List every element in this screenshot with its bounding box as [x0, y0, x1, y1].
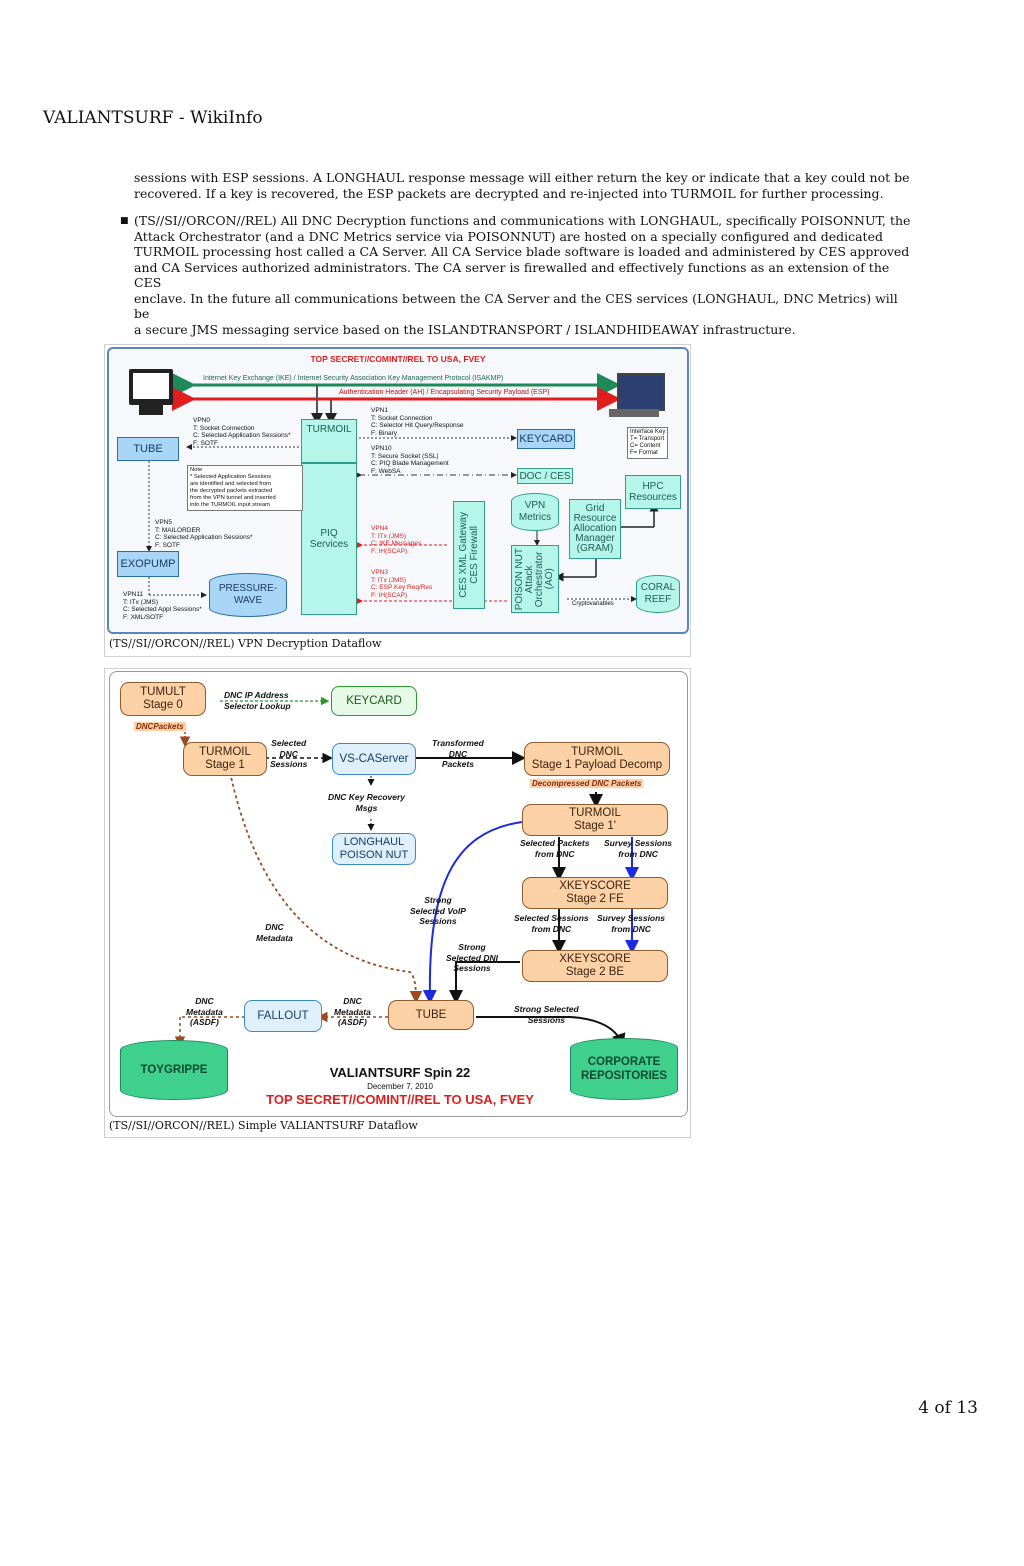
- corporate-repositories-cylinder: CORPORATE REPOSITORIES: [570, 1038, 678, 1100]
- keycard-box: KEYCARD: [517, 429, 575, 449]
- tube-box: TUBE: [117, 437, 179, 461]
- hpc-box: HPC Resources: [625, 475, 681, 509]
- ces-xml-gateway-box: CES XML Gateway CES Firewall: [453, 501, 485, 609]
- tube-box-2: TUBE: [388, 1000, 474, 1030]
- exopump-box: EXOPUMP: [117, 551, 179, 577]
- ike-label: Internet Key Exchange (IKE) / Internet S…: [201, 375, 506, 382]
- vpn1-label: VPN1 T: Socket Connection C: Selector Hi…: [371, 407, 464, 437]
- xkeyscore-fe-box: XKEYSCORE Stage 2 FE: [522, 877, 668, 909]
- vs-caserver-box: VS-CAServer: [332, 743, 416, 775]
- vpn3-label: VPN3 T: ITx (JMS) C: ESP Key Req/Res F: …: [371, 569, 433, 599]
- figure-2-classification: TOP SECRET//COMINT//REL TO USA, FVEY: [266, 1092, 534, 1107]
- strong-voip-label: Strong Selected VoIP Sessions: [410, 895, 466, 926]
- figure-2-arrows: [174, 696, 639, 1048]
- paragraph-line: sessions with ESP sessions. A LONGHAUL r…: [134, 170, 910, 185]
- poison-nut-label: POISON NUT Attack Orchestrator (AO): [514, 547, 555, 611]
- vpn-metrics-cylinder: VPN Metrics: [511, 493, 559, 531]
- cryptovariables-label: Cryptovariables: [572, 601, 614, 607]
- longhaul-box: LONGHAUL POISON NUT: [332, 833, 416, 865]
- paragraph-line: a secure JMS messaging service based on …: [134, 321, 796, 337]
- dnc-ip-label: DNC IP Address Selector Lookup: [224, 690, 291, 711]
- selected-sessions-label: Selected Sessions from DNC: [514, 913, 589, 934]
- monitor-icon: [129, 369, 173, 405]
- figure-2-diagram: TUMULT Stage 0 DNCPackets KEYCARD DNC IP…: [109, 671, 688, 1117]
- coral-reef-cylinder: CORAL REEF: [636, 575, 680, 613]
- paragraph-line: and CA Services authorized administrator…: [134, 259, 890, 291]
- paragraph-line: Attack Orchestrator (and a DNC Metrics s…: [134, 228, 883, 244]
- transformed-label: Transformed DNC Packets: [432, 738, 484, 769]
- dnc-packets-label: DNCPackets: [134, 722, 186, 731]
- figure-1-diagram: TOP SECRET//COMINT//REL TO USA, FVEY Int…: [107, 347, 689, 634]
- page-title: VALIANTSURF - WikiInfo: [43, 108, 263, 128]
- selected-dnc-label: Selected DNC Sessions: [270, 738, 308, 769]
- interface-key-legend: Interface Key T= Transport C= Content F=…: [627, 427, 669, 459]
- figure-2-title: VALIANTSURF Spin 22: [329, 1065, 471, 1080]
- poison-nut-box: POISON NUT Attack Orchestrator (AO): [511, 545, 559, 613]
- figure-2-caption: (TS//SI//ORCON//REL) Simple VALIANTSURF …: [109, 1119, 418, 1132]
- paragraph-line: enclave. In the future all communication…: [134, 290, 898, 322]
- figure-1-arrows: [146, 373, 659, 605]
- vpn11-label: VPN11 T: ITx (JMS) C: Selected Appl Sess…: [123, 591, 202, 621]
- turmoil-box: TURMOIL: [301, 419, 357, 463]
- figure-1-classification: TOP SECRET//COMINT//REL TO USA, FVEY: [310, 354, 486, 364]
- strong-dni-label: Strong Selected DNI Sessions: [446, 942, 498, 973]
- dnc-metadata-asdf-label-2: DNC Metadata (ASDF): [186, 996, 223, 1027]
- xkeyscore-be-box: XKEYSCORE Stage 2 BE: [522, 950, 668, 982]
- dnc-metadata-asdf-label-1: DNC Metadata (ASDF): [334, 996, 371, 1027]
- survey-sessions-label-2: Survey Sessions from DNC: [597, 913, 666, 934]
- dnc-metadata-label: DNC Metadata: [256, 922, 293, 943]
- decompressed-label: Decompressed DNC Packets: [530, 779, 644, 788]
- survey-sessions-label-1: Survey Sessions from DNC: [604, 838, 673, 859]
- toygripe-cylinder: TOYGRIPPE: [120, 1040, 228, 1100]
- turmoil-stage1p-box: TURMOIL Stage 1': [522, 804, 668, 836]
- ces-xml-gateway-label: CES XML Gateway CES Firewall: [458, 512, 480, 598]
- paragraph-2: (TS//SI//ORCON//REL) All DNC Decryption …: [134, 213, 914, 337]
- vpn0-label: VPN0 T: Socket Connection C: Selected Ap…: [193, 417, 291, 447]
- key-recovery-label: DNC Key Recovery Msgs: [328, 792, 406, 813]
- keyboard-icon: [609, 409, 659, 417]
- paragraph-1: sessions with ESP sessions. A LONGHAUL r…: [134, 170, 914, 201]
- page-number: 4 of 13: [918, 1398, 978, 1418]
- strong-selected-label: Strong Selected Sessions: [514, 1004, 579, 1025]
- tumult-box: TUMULT Stage 0: [120, 682, 206, 716]
- paragraph-line: TURMOIL processing host called a CA Serv…: [134, 244, 910, 259]
- paragraph-line: recovered. If a key is recovered, the ES…: [134, 185, 884, 201]
- monitor-stand-icon: [139, 405, 163, 415]
- note-box: Note * Selected Application Sessions are…: [187, 465, 303, 511]
- vpn5-label: VPN5 T: MAILORDER C: Selected Applicatio…: [155, 519, 253, 549]
- computer-icon: [617, 373, 665, 411]
- bullet-marker: ■: [120, 216, 129, 226]
- selected-packets-label: Selected Packets from DNC: [520, 838, 590, 859]
- figure-1-caption: (TS//SI//ORCON//REL) VPN Decryption Data…: [109, 637, 382, 650]
- turmoil-stage1-box: TURMOIL Stage 1: [183, 742, 267, 776]
- fallout-box: FALLOUT: [244, 1000, 322, 1032]
- vpn10-label: VPN10 T: Secure Socket (SSL) C: PIQ Blad…: [371, 445, 449, 475]
- ah-esp-label: Authentication Header (AH) / Encapsulati…: [337, 389, 552, 396]
- turmoil-decomp-box: TURMOIL Stage 1 Payload Decomp: [524, 742, 670, 776]
- piq-services-box: PIQ Services: [301, 463, 357, 615]
- keycard-box-2: KEYCARD: [331, 686, 417, 716]
- doc-ces-box: DOC / CES: [517, 468, 573, 484]
- paragraph-line: (TS//SI//ORCON//REL) All DNC Decryption …: [134, 213, 911, 228]
- pressurewave-cylinder: PRESSURE- WAVE: [209, 573, 287, 617]
- vpn4-label: VPN4 T: ITx (JMS) C: IKE Messages F: IH(…: [371, 525, 422, 555]
- gram-box: Grid Resource Allocation Manager (GRAM): [569, 499, 621, 559]
- figure-1: TOP SECRET//COMINT//REL TO USA, FVEY Int…: [104, 344, 691, 657]
- figure-2-date: December 7, 2010: [367, 1082, 433, 1091]
- figure-2: TUMULT Stage 0 DNCPackets KEYCARD DNC IP…: [104, 668, 691, 1138]
